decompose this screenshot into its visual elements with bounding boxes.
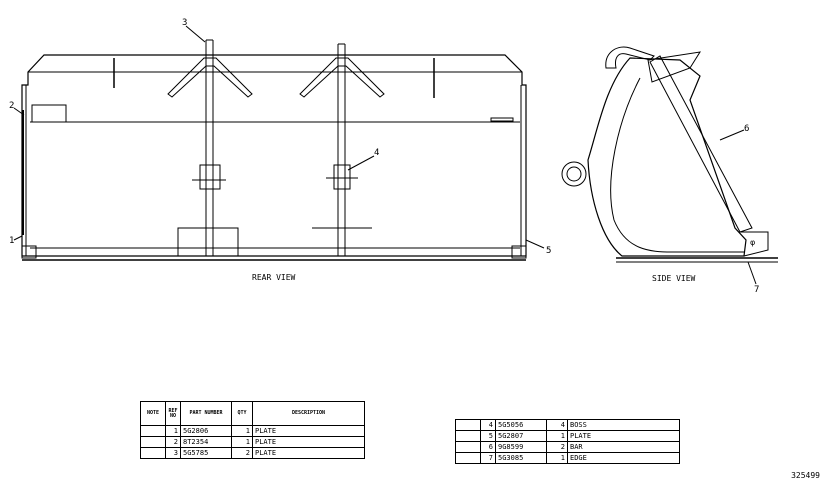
callout-6: 6	[744, 124, 750, 134]
rear-view-label: REAR VIEW	[252, 273, 296, 282]
note-cell	[140, 447, 166, 459]
table-row: 1 5G2806 1 PLATE	[140, 425, 365, 437]
rear-view-drawing	[21, 39, 527, 261]
desc-cell: BOSS	[567, 419, 680, 431]
part-cell: 5G5056	[495, 419, 547, 431]
part-cell: 5G2806	[180, 425, 232, 437]
note-cell	[455, 419, 481, 431]
ref-cell: 5	[480, 430, 496, 442]
desc-cell: EDGE	[567, 452, 680, 464]
callout-7: 7	[754, 285, 760, 295]
parts-table-left: NOTE REF NO PART NUMBER QTY DESCRIPTION …	[140, 401, 365, 459]
table-row: 4 5G5056 4 BOSS	[455, 419, 680, 431]
callout-5: 5	[546, 246, 552, 256]
qty-cell: 1	[231, 436, 253, 448]
ref-cell: 3	[165, 447, 181, 459]
ref-cell: 4	[480, 419, 496, 431]
part-cell: 5G3085	[495, 452, 547, 464]
desc-cell: PLATE	[252, 436, 365, 448]
table-row: 3 5G5785 2 PLATE	[140, 447, 365, 459]
callout-2: 2	[9, 101, 15, 111]
part-cell: 5G5785	[180, 447, 232, 459]
table-row: 7 5G3085 1 EDGE	[455, 452, 680, 464]
col-note: NOTE	[140, 401, 166, 426]
document-number: 325499	[791, 471, 820, 480]
col-part-number: PART NUMBER	[180, 401, 232, 426]
callout-3: 3	[182, 18, 188, 28]
side-view-label: SIDE VIEW	[652, 274, 696, 283]
callout-1: 1	[9, 236, 15, 246]
ref-cell: 2	[165, 436, 181, 448]
table-row: 2 8T2354 1 PLATE	[140, 436, 365, 448]
ref-cell: 6	[480, 441, 496, 453]
desc-cell: PLATE	[567, 430, 680, 442]
side-view-drawing: φ	[561, 46, 778, 263]
part-cell: 8T2354	[180, 436, 232, 448]
part-cell: 9G8599	[495, 441, 547, 453]
table-row: 6 9G8599 2 BAR	[455, 441, 680, 453]
col-qty: QTY	[231, 401, 253, 426]
ref-cell: 7	[480, 452, 496, 464]
qty-cell: 4	[546, 419, 568, 431]
table-header-row: NOTE REF NO PART NUMBER QTY DESCRIPTION	[140, 401, 365, 426]
parts-table-right: 4 5G5056 4 BOSS 5 5G2807 1 PLATE 6 9G859…	[455, 419, 680, 464]
col-description: DESCRIPTION	[252, 401, 365, 426]
desc-cell: PLATE	[252, 447, 365, 459]
note-cell	[455, 441, 481, 453]
desc-cell: BAR	[567, 441, 680, 453]
note-cell	[455, 452, 481, 464]
note-cell	[455, 430, 481, 442]
svg-text:φ: φ	[750, 238, 755, 247]
qty-cell: 1	[231, 425, 253, 437]
ref-cell: 1	[165, 425, 181, 437]
col-ref-no: REF NO	[165, 401, 181, 426]
qty-cell: 1	[546, 430, 568, 442]
part-cell: 5G2807	[495, 430, 547, 442]
note-cell	[140, 425, 166, 437]
qty-cell: 2	[231, 447, 253, 459]
callout-4: 4	[374, 148, 380, 158]
table-row: 5 5G2807 1 PLATE	[455, 430, 680, 442]
qty-cell: 1	[546, 452, 568, 464]
note-cell	[140, 436, 166, 448]
qty-cell: 2	[546, 441, 568, 453]
desc-cell: PLATE	[252, 425, 365, 437]
